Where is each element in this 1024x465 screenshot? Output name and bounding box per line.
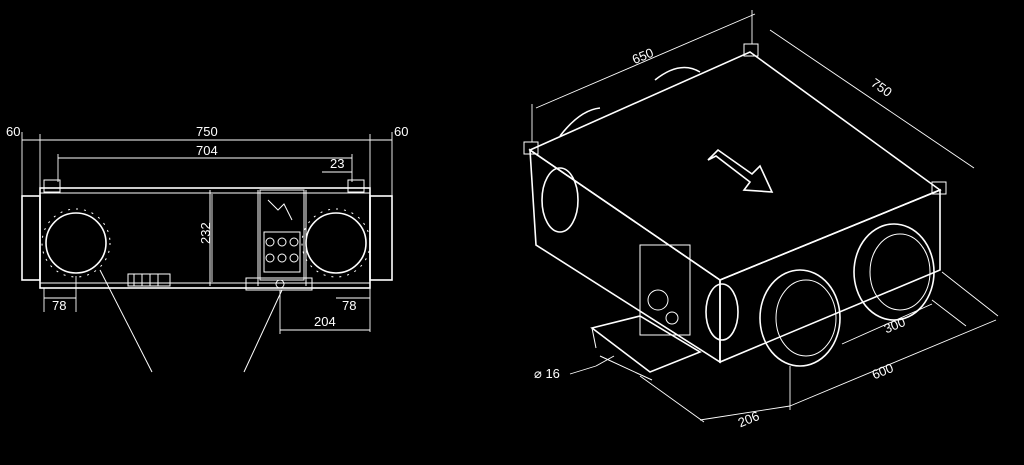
dim-left-spigot-offset: 78 [52,298,66,313]
iso-front-spigot-right [853,223,935,321]
left-flange [21,195,41,281]
dim-right-spigot-offset: 78 [342,298,356,313]
leader-line-left [99,269,153,373]
airflow-arrow-icon [707,148,774,193]
dim-height: 232 [198,222,213,244]
bracket-top-right [347,179,365,193]
dim-right-spigot-span: 204 [314,314,336,329]
isometric-view: 650 750 300 600 206 ⌀ 16 [523,10,999,430]
iso-front-face [719,188,941,364]
dim-inner-length: 704 [196,143,218,158]
leader-line-right [243,289,283,373]
dim-width: 650 [630,45,656,67]
front-view: 60 750 60 704 23 232 78 78 204 [6,124,408,373]
iso-control-unit [639,244,691,336]
iso-rear-spigot [654,66,701,81]
dim-spigot-spacing: 300 [882,314,908,336]
dim-right-offset: 60 [394,124,408,139]
drain-tray [245,277,313,291]
iso-bracket-2 [743,43,759,57]
right-flange [369,195,393,281]
dim-front-offset: 206 [736,408,762,430]
iso-left-face [529,148,721,364]
dim-drain-diameter: ⌀ 16 [534,366,560,381]
dim-overall-length: 750 [196,124,218,139]
left-spigot [45,212,107,274]
iso-left-spigot [541,167,579,233]
dim-left-offset: 60 [6,124,20,139]
iso-drain-tray [590,315,702,373]
right-spigot [305,212,367,274]
bracket-top-left [43,179,61,193]
iso-bracket-3 [931,181,947,195]
dim-depth: 750 [868,75,894,100]
iso-bracket-1 [523,141,539,155]
control-panel [259,189,305,281]
terminal-block [127,273,171,287]
dim-small-offset: 23 [330,156,344,171]
iso-front-spigot-left [759,269,841,367]
